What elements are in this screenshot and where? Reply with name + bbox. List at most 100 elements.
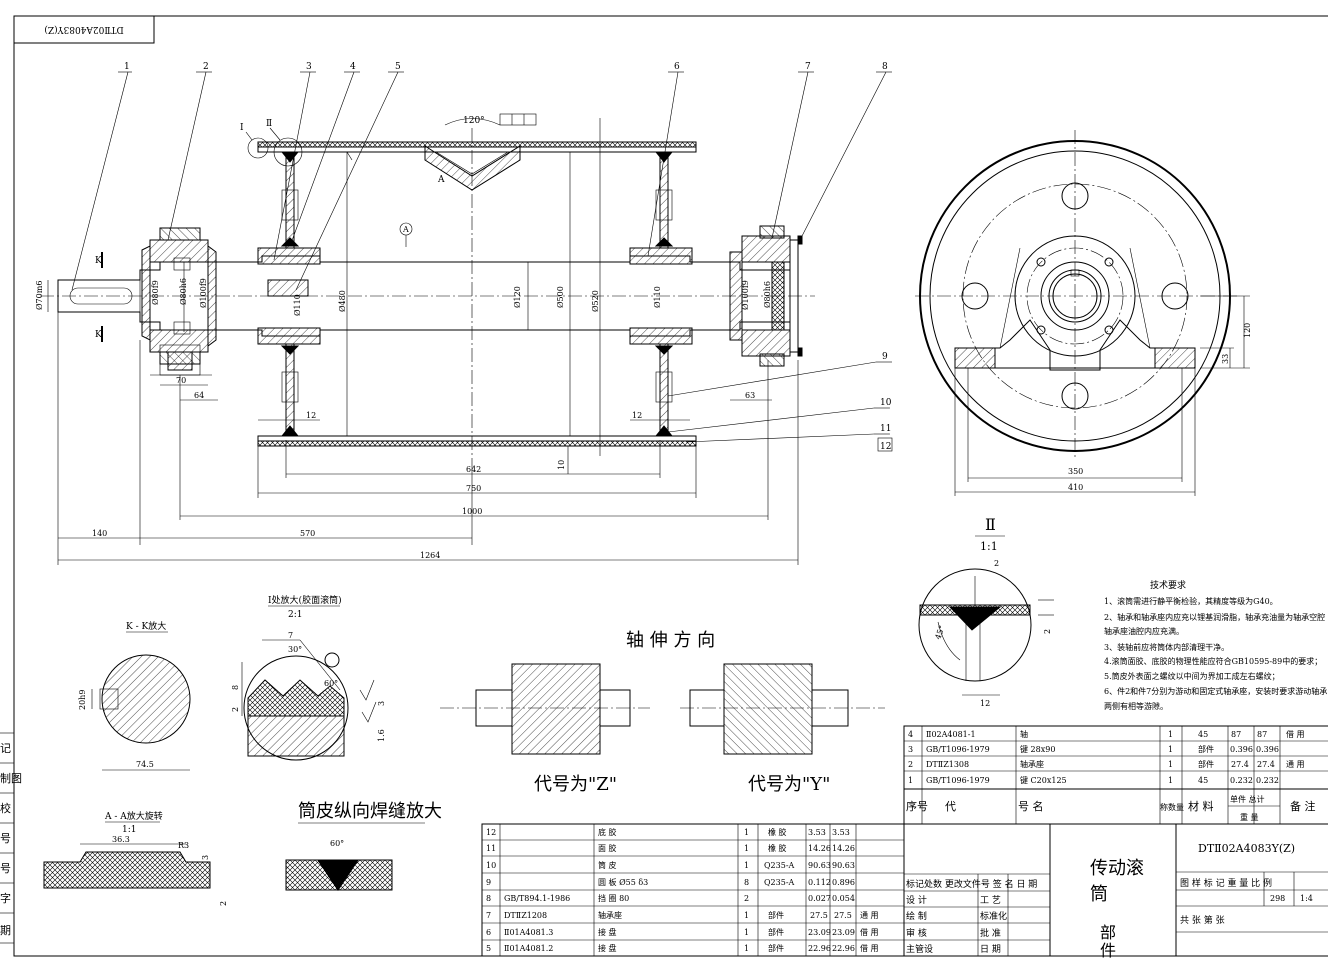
bom-name: 挡 圈 80 [598, 893, 629, 903]
sign-label: 批 准 [980, 927, 1001, 939]
bom-upper: 4 Ⅱ02A4081-1 轴 1 45 87 87 借 用 3 GB/T1096… [903, 725, 1328, 825]
detail-II-scale: 1:1 [980, 540, 998, 553]
dim-d120: Ø120 [513, 286, 522, 308]
detail-K-20: 20h9 [78, 690, 87, 710]
detail-A-title: A - A放大旋转 [104, 810, 163, 822]
right-bearing-housing [729, 225, 803, 367]
bom-code: DTⅡZ1308 [926, 760, 969, 769]
dim-l10: 10 [557, 460, 566, 470]
balloon-5: 5 [395, 62, 401, 72]
detail-I-1-6: 1.6 [377, 729, 386, 742]
bom-no: 7 [486, 911, 491, 920]
bom-name: 键 C20x125 [1020, 775, 1067, 785]
bom-note: 借 用 [860, 927, 879, 937]
sign-label: 标准化 [980, 910, 1007, 922]
balloon-9: 9 [882, 352, 888, 362]
drawing-sub-1: 部 [1100, 923, 1116, 942]
bom-name: 接 盘 [598, 927, 617, 937]
bom-mat: 部件 [768, 943, 784, 953]
bom-mat: 橡 胶 [768, 827, 787, 837]
bom-mat: 部件 [768, 927, 784, 937]
dim-l70: 70 [176, 376, 186, 385]
tech-line: 2、轴承和轴承座内应充以锂基润滑脂，轴承充油量为轴承空腔 [1104, 612, 1325, 622]
bom-name: 轴 [1020, 729, 1028, 739]
bom-qty: 8 [744, 878, 749, 887]
bom-qty: 1 [744, 828, 749, 837]
bom-mat: 45 [1198, 776, 1208, 785]
balloon-10: 10 [880, 398, 892, 408]
detail-A: A - A放大旋转 1:1 36.3 R3 3 2 [43, 810, 228, 906]
detail-K-title: K - K放大 [126, 620, 166, 632]
bom-note: 通 用 [860, 910, 879, 920]
sign-label: 设 计 [906, 894, 927, 906]
bom-qty: 1 [744, 911, 749, 920]
bom-w2: 87 [1257, 730, 1267, 739]
bom-qty: 1 [1168, 730, 1173, 739]
mark-II: Ⅱ [266, 119, 272, 129]
detail-II-12: 12 [980, 699, 990, 708]
bom-header-qty: 称数量 [1160, 802, 1184, 812]
bom-qty: 1 [1168, 745, 1173, 754]
direction-y: 代号为"Y" [748, 774, 830, 795]
tech-line: 4.滚筒面胶、底胶的物理性能应符合GB10595-89中的要求； [1104, 656, 1322, 666]
bom-no: 1 [908, 776, 913, 785]
bom-code: Ⅱ01A4081.2 [504, 944, 553, 953]
bom-name: 面 胶 [598, 843, 617, 853]
detail-I-7: 7 [288, 631, 293, 640]
dim-l120: 120 [1243, 323, 1252, 338]
bom-header-wt: 重 量 [1240, 812, 1259, 822]
bom-w2: 0.896 [832, 878, 855, 887]
balloon-8: 8 [882, 62, 888, 72]
dim-d80h6b: Ø80h6 [763, 281, 772, 308]
bom-w1: 90.63 [808, 861, 831, 870]
bom-qty: 2 [744, 894, 749, 903]
bom-w2: 0.054 [832, 894, 855, 903]
bom-note: 借 用 [860, 943, 879, 953]
bom-mat: 部件 [768, 910, 784, 920]
dim-d70: Ø70m6 [35, 281, 44, 310]
strip-label: 期 [0, 924, 11, 937]
bom-w1: 0.232 [1230, 776, 1253, 785]
balloon-1: 1 [124, 62, 130, 72]
detail-II-2: 2 [994, 559, 999, 568]
sign-label: 工 艺 [980, 895, 1001, 906]
bom-w1: 27.5 [810, 911, 828, 920]
bom-note: 通 用 [1286, 759, 1305, 769]
mark-I: I [240, 123, 244, 133]
mark-A-groove: A [437, 175, 445, 185]
bom-w1: 14.26 [808, 844, 831, 853]
direction-z: 代号为"Z" [534, 774, 617, 795]
bom-name: 圆 板 Ø55 δ3 [598, 877, 648, 887]
detail-I-title: I处放大(胶面滚筒) [268, 594, 342, 606]
bom-lower: 12 底 胶 1 橡 胶 3.53 3.53 11 面 胶 1 橡 胶 14.2… [481, 823, 905, 957]
detail-II-45: 45° [933, 624, 946, 640]
bom-code: GB/T1096-1979 [926, 745, 990, 754]
detail-A-36: 36.3 [112, 835, 130, 844]
sign-label: 日 期 [980, 944, 1001, 955]
detail-A-scale: 1:1 [122, 825, 136, 835]
bom-w1: 0.396 [1230, 745, 1253, 754]
revision-header: 标记处数 更改文件号 签 名 日 期 [906, 878, 1037, 890]
dim-l570: 570 [300, 529, 315, 538]
title-cols: 图 样 标 记 重 量 比 例 [1180, 877, 1272, 889]
bom-code: Ⅱ02A4081-1 [926, 730, 976, 739]
angle-120-label: 120° [463, 116, 485, 126]
bom-mat: Q235-A [764, 861, 795, 870]
dim-d110a: Ø110 [293, 294, 302, 316]
bom-no: 5 [486, 944, 491, 953]
title-block: 标记处数 更改文件号 签 名 日 期 设 计 工 艺 绘 制 标准化 审 核 批… [903, 823, 1328, 960]
direction-title: 轴 伸 方 向 [626, 630, 715, 651]
detail-II-title: Ⅱ [985, 515, 996, 534]
bom-header-note: 备 注 [1290, 799, 1316, 813]
dim-d110b: Ø110 [653, 286, 662, 308]
bom-mat: 45 [1198, 730, 1208, 739]
detail-A-2: 2 [219, 901, 228, 906]
bom-w2: 3.53 [832, 828, 850, 837]
dim-l750: 750 [466, 484, 481, 493]
detail-I: I处放大(胶面滚筒) 2:1 7 30° 60° 8 2 1.6 3 [231, 594, 386, 761]
dim-l1264: 1264 [420, 551, 440, 560]
bom-qty: 1 [1168, 776, 1173, 785]
sign-label: 绘 制 [906, 910, 927, 922]
tech-line: 轴承座油腔内应充满。 [1104, 626, 1184, 636]
bom-no: 8 [486, 894, 491, 903]
